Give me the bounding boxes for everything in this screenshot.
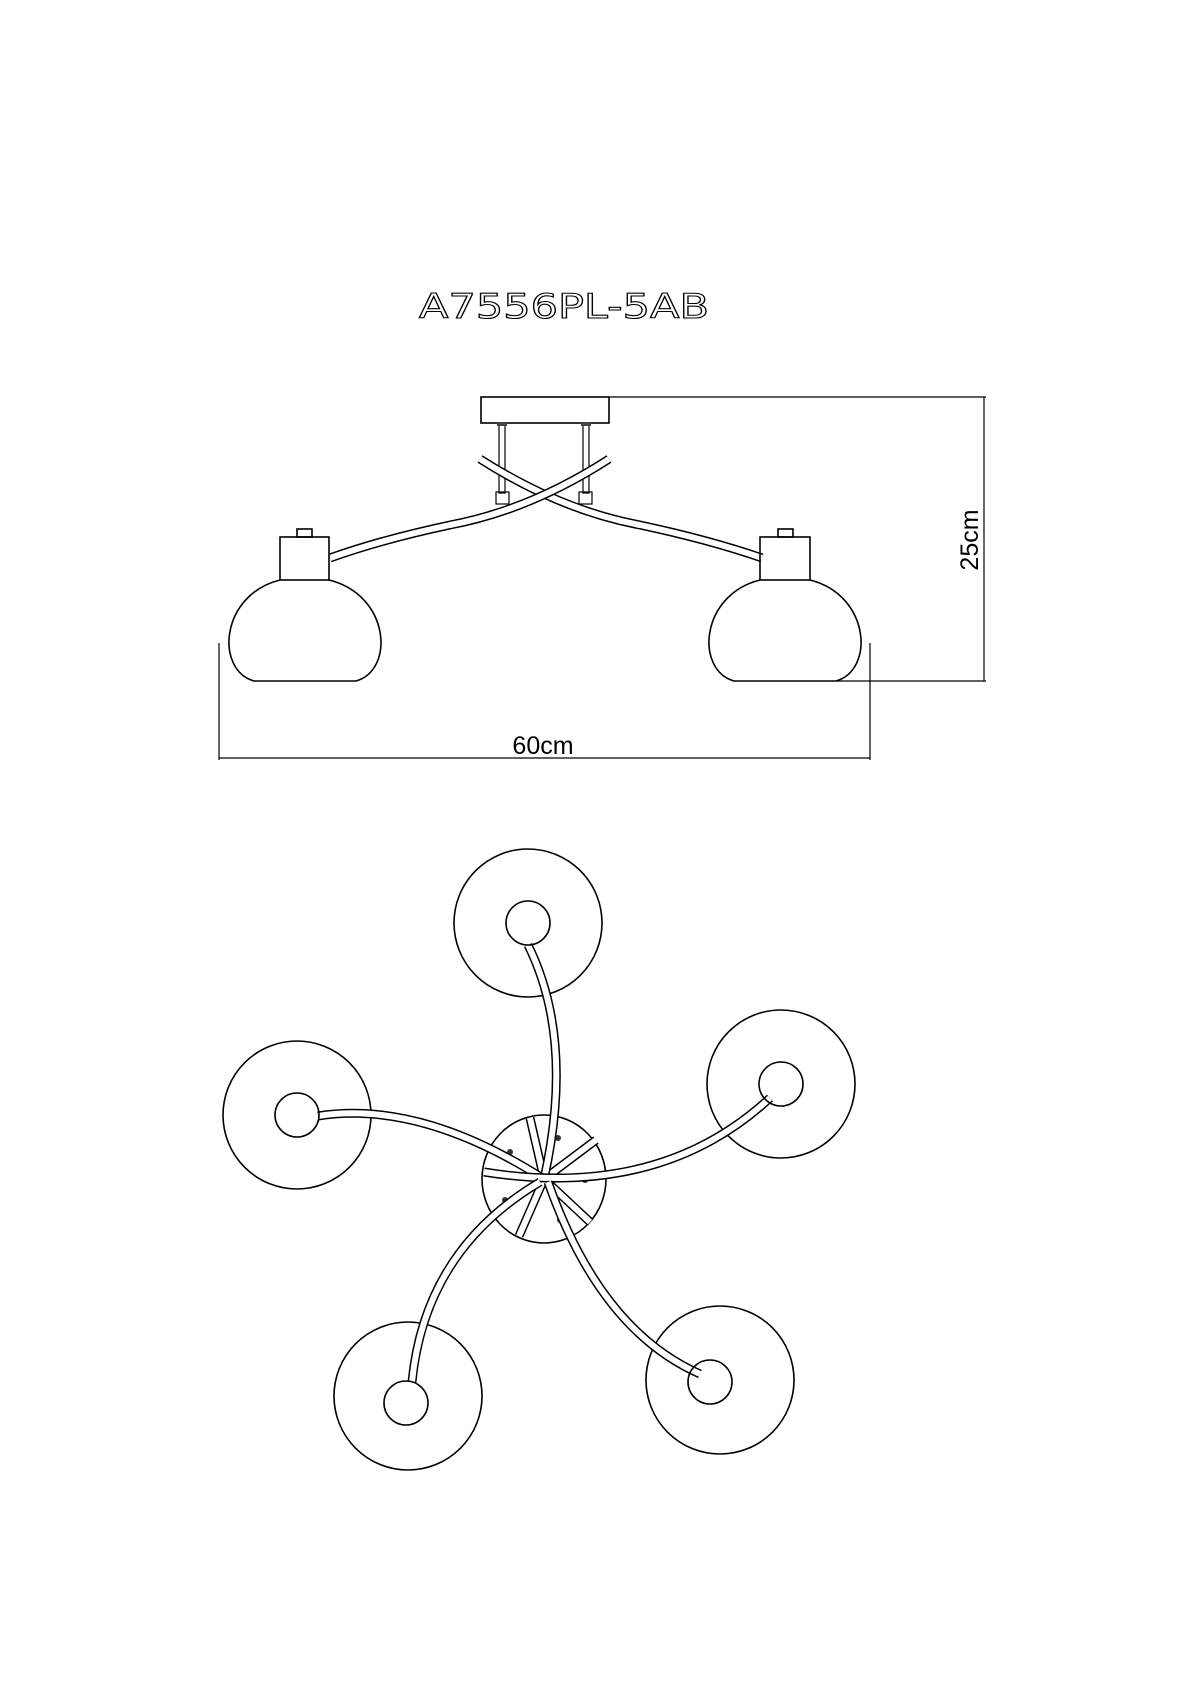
- model-code-title: A7556PL-5AB: [419, 287, 709, 327]
- plan-view: [222, 848, 856, 1471]
- crossed-arms: [328, 455, 764, 563]
- shade-top: [453, 848, 603, 998]
- right-shade: [708, 528, 862, 682]
- shade-bottom-left: [333, 1321, 483, 1471]
- shade-right: [706, 1009, 856, 1159]
- suspension-rods: [495, 422, 593, 505]
- width-dimension: 60cm: [218, 643, 871, 760]
- height-label: 25cm: [956, 509, 984, 570]
- curved-arms: [317, 943, 774, 1383]
- lamp-sockets: [274, 900, 804, 1426]
- shade-bottom-right: [645, 1305, 795, 1455]
- ceiling-canopy: [480, 396, 610, 424]
- side-view: 25cm 60cm: [218, 396, 986, 760]
- left-shade: [228, 528, 382, 682]
- height-dimension: 25cm: [609, 396, 986, 682]
- width-label: 60cm: [512, 732, 573, 760]
